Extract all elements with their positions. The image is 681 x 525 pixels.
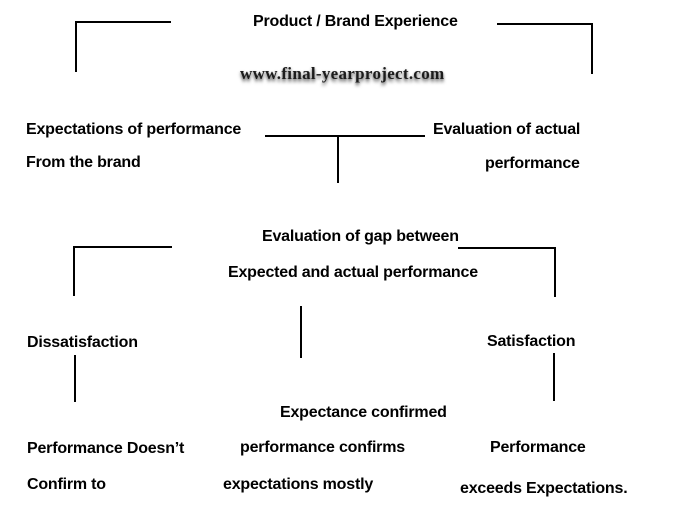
- node-actual-eval-line1: Evaluation of actual: [433, 121, 581, 138]
- node-expectations-line1: Expectations of performance: [26, 121, 242, 138]
- connector-gap-right-horizontal: [458, 247, 556, 249]
- node-expectations-line2: From the brand: [26, 154, 141, 171]
- connector-gap-left-horizontal: [73, 246, 172, 248]
- connector-title-left-horizontal: [75, 21, 171, 23]
- connector-gap-left-vertical: [73, 246, 75, 296]
- node-actual-eval-line2: performance: [485, 155, 580, 172]
- node-title: Product / Brand Experience: [253, 13, 458, 30]
- watermark: www.final-yearproject.com: [240, 64, 445, 83]
- connector-expectation-eval-vertical: [337, 136, 339, 183]
- node-outcome-neutral-line2: expectations mostly: [223, 476, 374, 493]
- connector-satisfaction-vertical: [553, 353, 555, 401]
- node-satisfaction: Satisfaction: [487, 333, 576, 350]
- connector-gap-center-vertical: [300, 306, 302, 358]
- connector-gap-right-vertical: [554, 247, 556, 297]
- node-dissatisfaction: Dissatisfaction: [27, 334, 138, 351]
- node-outcome-negative-line1: Performance Doesn’t: [27, 440, 185, 457]
- node-outcome-neutral-line1: performance confirms: [240, 439, 405, 456]
- node-gap-line1: Evaluation of gap between: [262, 228, 459, 245]
- node-expectance-confirmed: Expectance confirmed: [280, 404, 447, 421]
- connector-title-right-vertical: [591, 23, 593, 74]
- connector-expectation-eval-horizontal: [265, 135, 425, 137]
- connector-title-left-vertical: [75, 21, 77, 72]
- node-outcome-negative-line2: Confirm to: [27, 476, 106, 493]
- node-gap-line2: Expected and actual performance: [228, 264, 478, 281]
- node-outcome-positive-line2: exceeds Expectations.: [460, 480, 628, 497]
- connector-dissatisfaction-vertical: [74, 355, 76, 402]
- node-outcome-positive-line1: Performance: [490, 439, 586, 456]
- connector-title-right-horizontal: [497, 23, 593, 25]
